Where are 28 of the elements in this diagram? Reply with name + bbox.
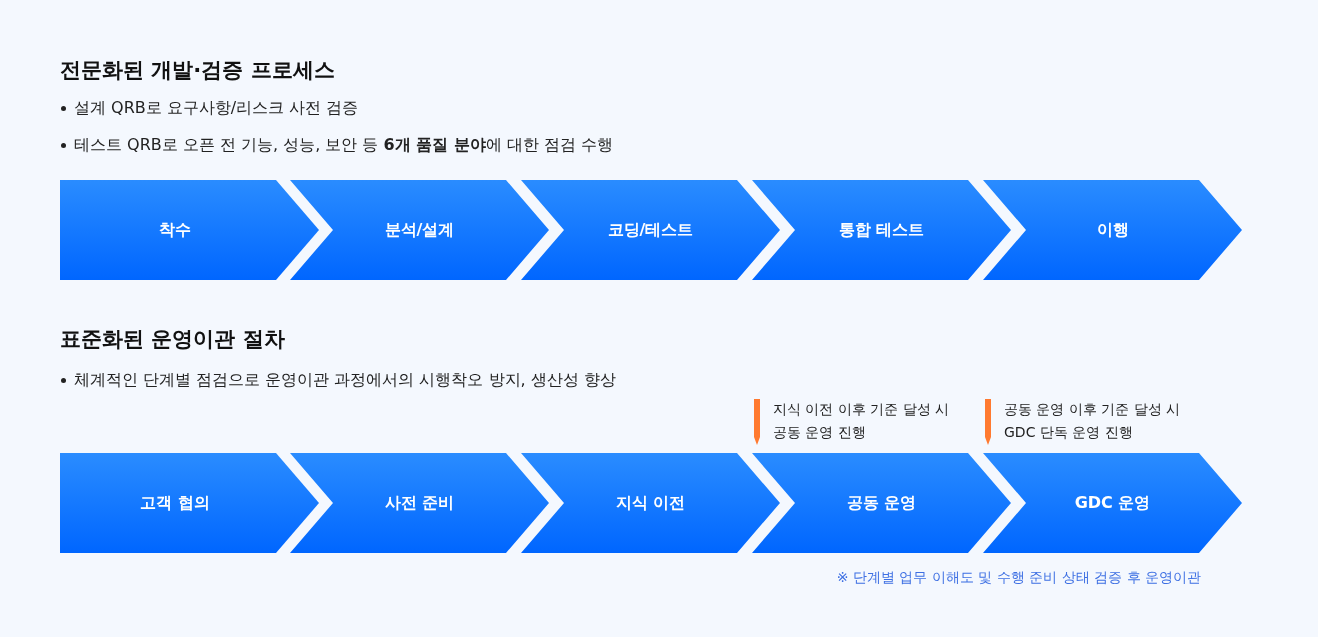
- process-step: [752, 453, 1011, 553]
- step-label: 지식 이전: [615, 493, 686, 513]
- footnote-text: ※ 단계별 업무 이해도 및 수행 준비 상태 검증 후 운영이관: [836, 568, 1201, 587]
- bullet-text: 설계 QRB로 요구사항/리스크 사전 검증: [74, 97, 359, 119]
- step-label: 분석/설계: [384, 220, 455, 240]
- step-label: 코딩/테스트: [607, 220, 694, 240]
- section-heading: 전문화된 개발·검증 프로세스: [60, 57, 335, 84]
- step-label: 공동 운영: [846, 493, 917, 513]
- note-text: 지식 이전 이후 기준 달성 시 공동 운영 진행: [773, 400, 951, 442]
- process-step: [60, 180, 319, 280]
- step-label: 통합 테스트: [838, 220, 925, 240]
- step-label: 이행: [1096, 220, 1129, 240]
- process-step: [290, 453, 549, 553]
- process-step: [983, 453, 1242, 553]
- process-step: [983, 180, 1242, 280]
- process-step: [521, 453, 780, 553]
- step-label: 사전 준비: [384, 493, 455, 513]
- section-heading: 표준화된 운영이관 절차: [60, 326, 285, 353]
- process-step: [752, 180, 1011, 280]
- process-step: [521, 180, 780, 280]
- process-step: [60, 453, 319, 553]
- bullet-text: 체계적인 단계별 점검으로 운영이관 과정에서의 시행착오 방지, 생산성 향상: [74, 369, 616, 391]
- step-label: GDC 운영: [1074, 493, 1151, 513]
- process-step: [290, 180, 549, 280]
- step-label: 착수: [159, 220, 191, 240]
- bullet-text: 테스트 QRB로 오픈 전 기능, 성능, 보안 등 6개 품질 분야에 대한 점검 수행: [74, 134, 614, 156]
- note-text: 공동 운영 이후 기준 달성 시 GDC 단독 운영 진행: [1004, 400, 1182, 442]
- step-label: 고객 협의: [140, 493, 210, 513]
